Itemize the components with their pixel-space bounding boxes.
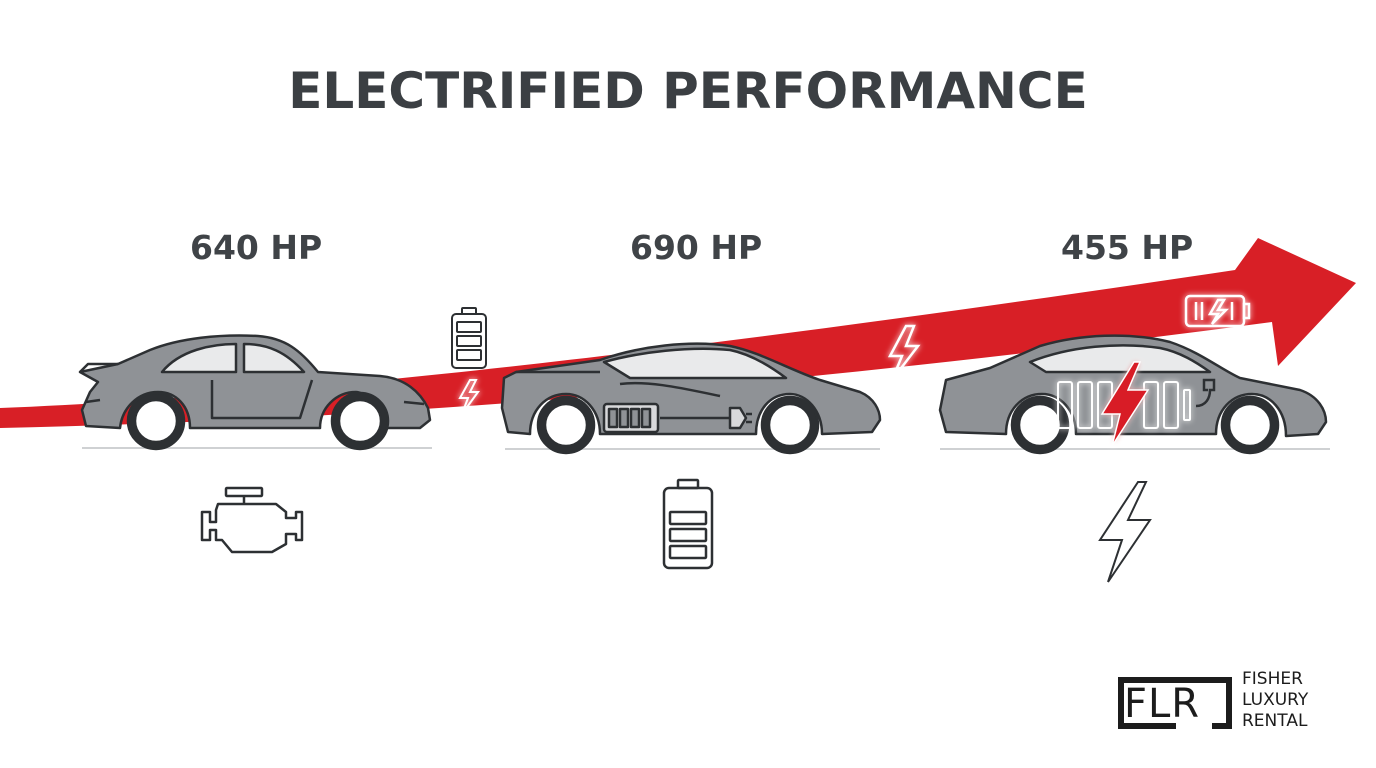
small-lightning-icon (458, 379, 480, 415)
car-3-battery-cells (1057, 381, 1191, 429)
engine-icon (200, 486, 304, 554)
hp-label-car-3: 455 HP (1061, 228, 1194, 267)
lightning-bolt-icon (1098, 481, 1152, 583)
company-logo: FLR FISHER LUXURY RENTAL (1116, 669, 1356, 735)
battery-icon (662, 478, 714, 570)
car-3-plug-icon (1195, 378, 1216, 408)
arrow-lightning-icon (887, 324, 921, 381)
charging-battery-icon (1184, 294, 1251, 328)
logo-line-1: FISHER (1242, 669, 1303, 689)
page-title: ELECTRIFIED PERFORMANCE (288, 62, 1088, 120)
car-3-lightning-icon (1100, 361, 1150, 447)
logo-line-2: LUXURY (1242, 690, 1309, 710)
car-3-electric-sedan (938, 334, 1328, 455)
logo-wordmark: FISHER LUXURY RENTAL (1242, 669, 1308, 732)
car-2-hybrid-supercar (500, 342, 882, 455)
hp-label-car-1: 640 HP (190, 228, 323, 267)
logo-letters: FLR (1124, 681, 1201, 727)
logo-line-3: RENTAL (1242, 711, 1308, 731)
car-1-classic-coupe (78, 334, 432, 451)
small-battery-icon (451, 307, 487, 369)
hp-label-car-2: 690 HP (630, 228, 763, 267)
logo-frame (1118, 677, 1232, 729)
